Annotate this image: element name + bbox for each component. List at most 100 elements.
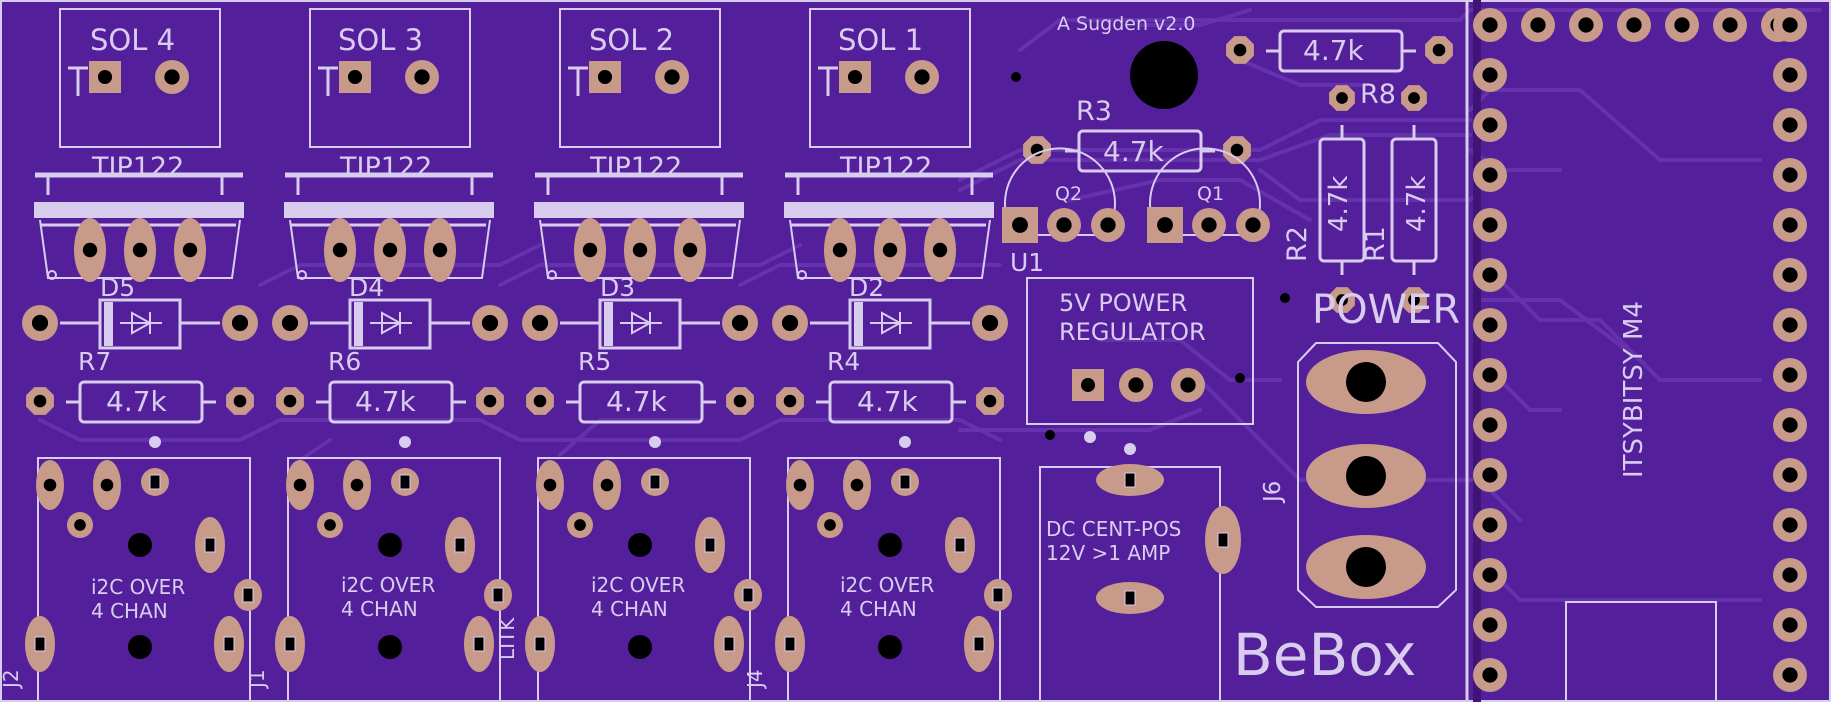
regulator-pin-3-hole (1180, 377, 1196, 393)
i2c-pad-e-hole (704, 537, 716, 553)
mcu-top-pin-4-hole (1626, 17, 1642, 33)
dc-jack-marker-dot (1124, 443, 1136, 455)
tip122-label-3: TIP122 (589, 152, 682, 183)
r2-pad-t-hole (1336, 92, 1348, 104)
copper-trace-2 (1138, 8, 1252, 27)
i2c-pad-h-hole (223, 636, 235, 652)
mcu-left-pin-3-hole (1482, 167, 1498, 183)
itsybitsy-module (1465, 0, 1807, 702)
res-pad-l-hole (33, 394, 47, 408)
tip-pin-b-hole (332, 242, 348, 258)
power-label: POWER (1312, 287, 1460, 333)
q2-pin-3-hole (1100, 217, 1116, 233)
copper-trace-11 (38, 418, 522, 442)
d2-label: D2 (849, 273, 884, 302)
d3-label: D3 (600, 273, 635, 302)
regulator-pin-2-hole (1128, 377, 1144, 393)
diode-pad-a-hole (531, 314, 549, 332)
d5-label: D5 (100, 273, 135, 302)
conn4-text1: i2C OVER (91, 575, 185, 599)
sol-connector-outline (809, 8, 971, 148)
copper-trace-4 (958, 133, 1472, 192)
i2c-pad-h-hole (973, 636, 985, 652)
i2c-pad-g-hole (534, 636, 546, 652)
i2c-pad-b-hole (600, 478, 614, 492)
mcu-top-pin-5-hole (1674, 17, 1690, 33)
mcu-left-pin-13-hole (1482, 667, 1498, 683)
i2c-pad-h-hole (473, 636, 485, 652)
sol-connector-outline (559, 8, 721, 148)
sol1-label: SOL 1 (838, 23, 923, 57)
mcu-top-pin-1-hole (1482, 17, 1498, 33)
sol2-label: SOL 2 (589, 23, 674, 57)
connector-marker-dot (149, 436, 161, 448)
tip122-label-1: TIP122 (91, 152, 184, 183)
j4-label: J4 (743, 669, 767, 690)
diode-body (348, 298, 432, 350)
q1-outline (1149, 147, 1261, 236)
dc-jack-pad-top-hole (1124, 472, 1136, 488)
i2c-pad-e-hole (454, 537, 466, 553)
r5-value: 4.7k (606, 385, 668, 418)
r3-pad-l-hole (1030, 143, 1044, 157)
mcu-left-pin-1-hole (1482, 67, 1498, 83)
author-label: A Sugden v2.0 (1057, 13, 1196, 35)
i2c-pad-g-hole (784, 636, 796, 652)
mcu-right-pin-3-hole (1782, 117, 1798, 133)
j6-terminal-1-hole (1346, 362, 1386, 402)
res-pad-l-hole (783, 394, 797, 408)
diode-pad-a-hole (31, 314, 49, 332)
tip-pin-e-hole (682, 242, 698, 258)
diode-pad-a-hole (781, 314, 799, 332)
board-name: BeBox (1233, 621, 1416, 689)
regulator-pin-1-hole (1080, 377, 1096, 393)
via-1 (1011, 72, 1021, 82)
i2c-pad-d-hole (824, 519, 836, 531)
sol-pin-1-hole (597, 69, 613, 85)
dc-jack-pad-side-hole (1217, 532, 1229, 548)
mcu-right-pin-8-hole (1782, 367, 1798, 383)
conn1-text1: i2C OVER (840, 573, 934, 597)
diode-pad-k-hole (981, 314, 999, 332)
i2c-pad-a-hole (293, 478, 307, 492)
via-3 (1235, 373, 1245, 383)
i2c-pad-c-hole (149, 474, 161, 490)
q1-label: Q1 (1197, 183, 1224, 205)
q2-outline (1004, 147, 1116, 236)
i2c-pad-g-hole (284, 636, 296, 652)
mcu-left-pin-8-hole (1482, 417, 1498, 433)
diode-band (854, 302, 863, 346)
tip-heatsink-bar (34, 202, 244, 218)
res-pad-r-hole (483, 394, 497, 408)
r1-value: 4.7k (1402, 176, 1432, 232)
tip-pin1-dot (47, 270, 57, 280)
res-pad-r-hole (733, 394, 747, 408)
i2c-hole-top (128, 533, 152, 557)
diode-band (604, 302, 613, 346)
r5-label: R5 (578, 347, 611, 376)
mcu-left-pin-7-hole (1482, 367, 1498, 383)
i2c-pad-b-hole (100, 478, 114, 492)
q1-pin-3-hole (1245, 217, 1261, 233)
diode-pad-k-hole (731, 314, 749, 332)
j1-label: J1 (245, 669, 269, 690)
tip-pin-c-hole (132, 242, 148, 258)
mcu-right-pin-12-hole (1782, 567, 1798, 583)
mcu-right-pin-9-hole (1782, 417, 1798, 433)
sol-pin-2-hole (414, 69, 430, 85)
j6-label: J6 (1260, 481, 1286, 504)
tip-pin-e-hole (432, 242, 448, 258)
r7-label: R7 (78, 347, 111, 376)
mcu-right-pin-2-hole (1782, 67, 1798, 83)
r1-pad-t-hole (1408, 92, 1420, 104)
conn3-text2: 4 CHAN (341, 597, 418, 621)
mcu-left-pin-11-hole (1482, 567, 1498, 583)
copper-trace-3 (958, 118, 1472, 182)
res-pad-r-hole (233, 394, 247, 408)
i2c-hole-top (378, 533, 402, 557)
mcu-right-pin-13-hole (1782, 617, 1798, 633)
regulator-outline (1026, 277, 1254, 425)
res-pad-l-hole (533, 394, 547, 408)
tip-heatsink-bar (284, 202, 494, 218)
top-resistor-value: 4.7k (1303, 34, 1365, 67)
